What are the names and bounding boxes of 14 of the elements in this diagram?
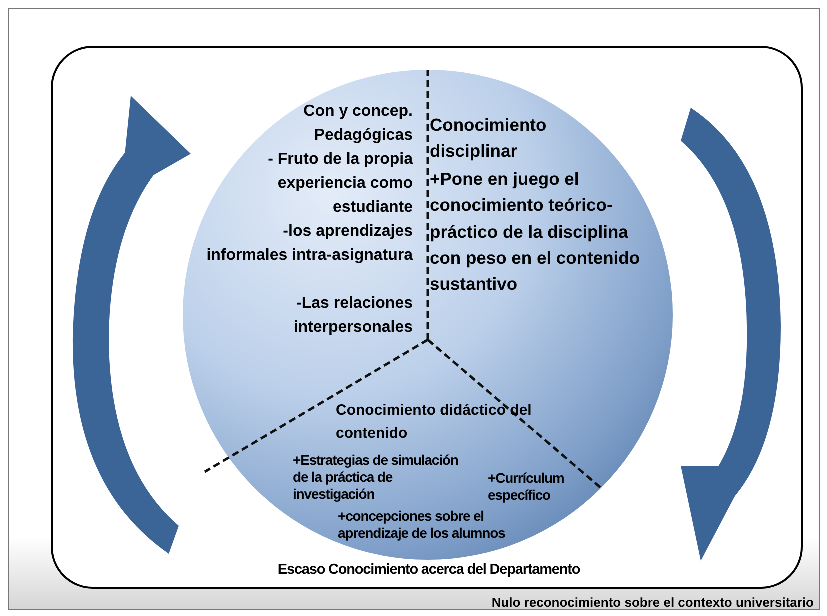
outer-panel (8, 8, 820, 610)
department-note: Escaso Conocimiento acerca del Departamento (276, 562, 582, 580)
context-note: Nulo reconocimiento sobre el contexto universitario (490, 594, 814, 612)
sector-text: +Pone en juego el conocimiento teórico-práctico de la disciplina con peso en el contenido sustantivo (430, 168, 642, 296)
rounded-frame (51, 46, 803, 589)
sector-heading: Conocimiento didáctico del contenido (336, 401, 533, 444)
sector-text: - Fruto de la propia experiencia como estudiante (267, 150, 413, 218)
sector-text: +Estrategias de simulación de la práctica de investigación (293, 452, 460, 502)
sector-text: +Currículum específico (488, 470, 566, 504)
sector-heading: Conocimiento disciplinar (430, 114, 548, 164)
sector-text: -los aprendizajes informales intra-asignatura (206, 222, 413, 266)
sector-text: -Las relaciones interpersonales (292, 294, 413, 338)
sector-heading: Con y concep. Pedagógicas (302, 102, 413, 146)
sector-text: +concepciones sobre el aprendizaje de los alumnos (338, 508, 506, 542)
